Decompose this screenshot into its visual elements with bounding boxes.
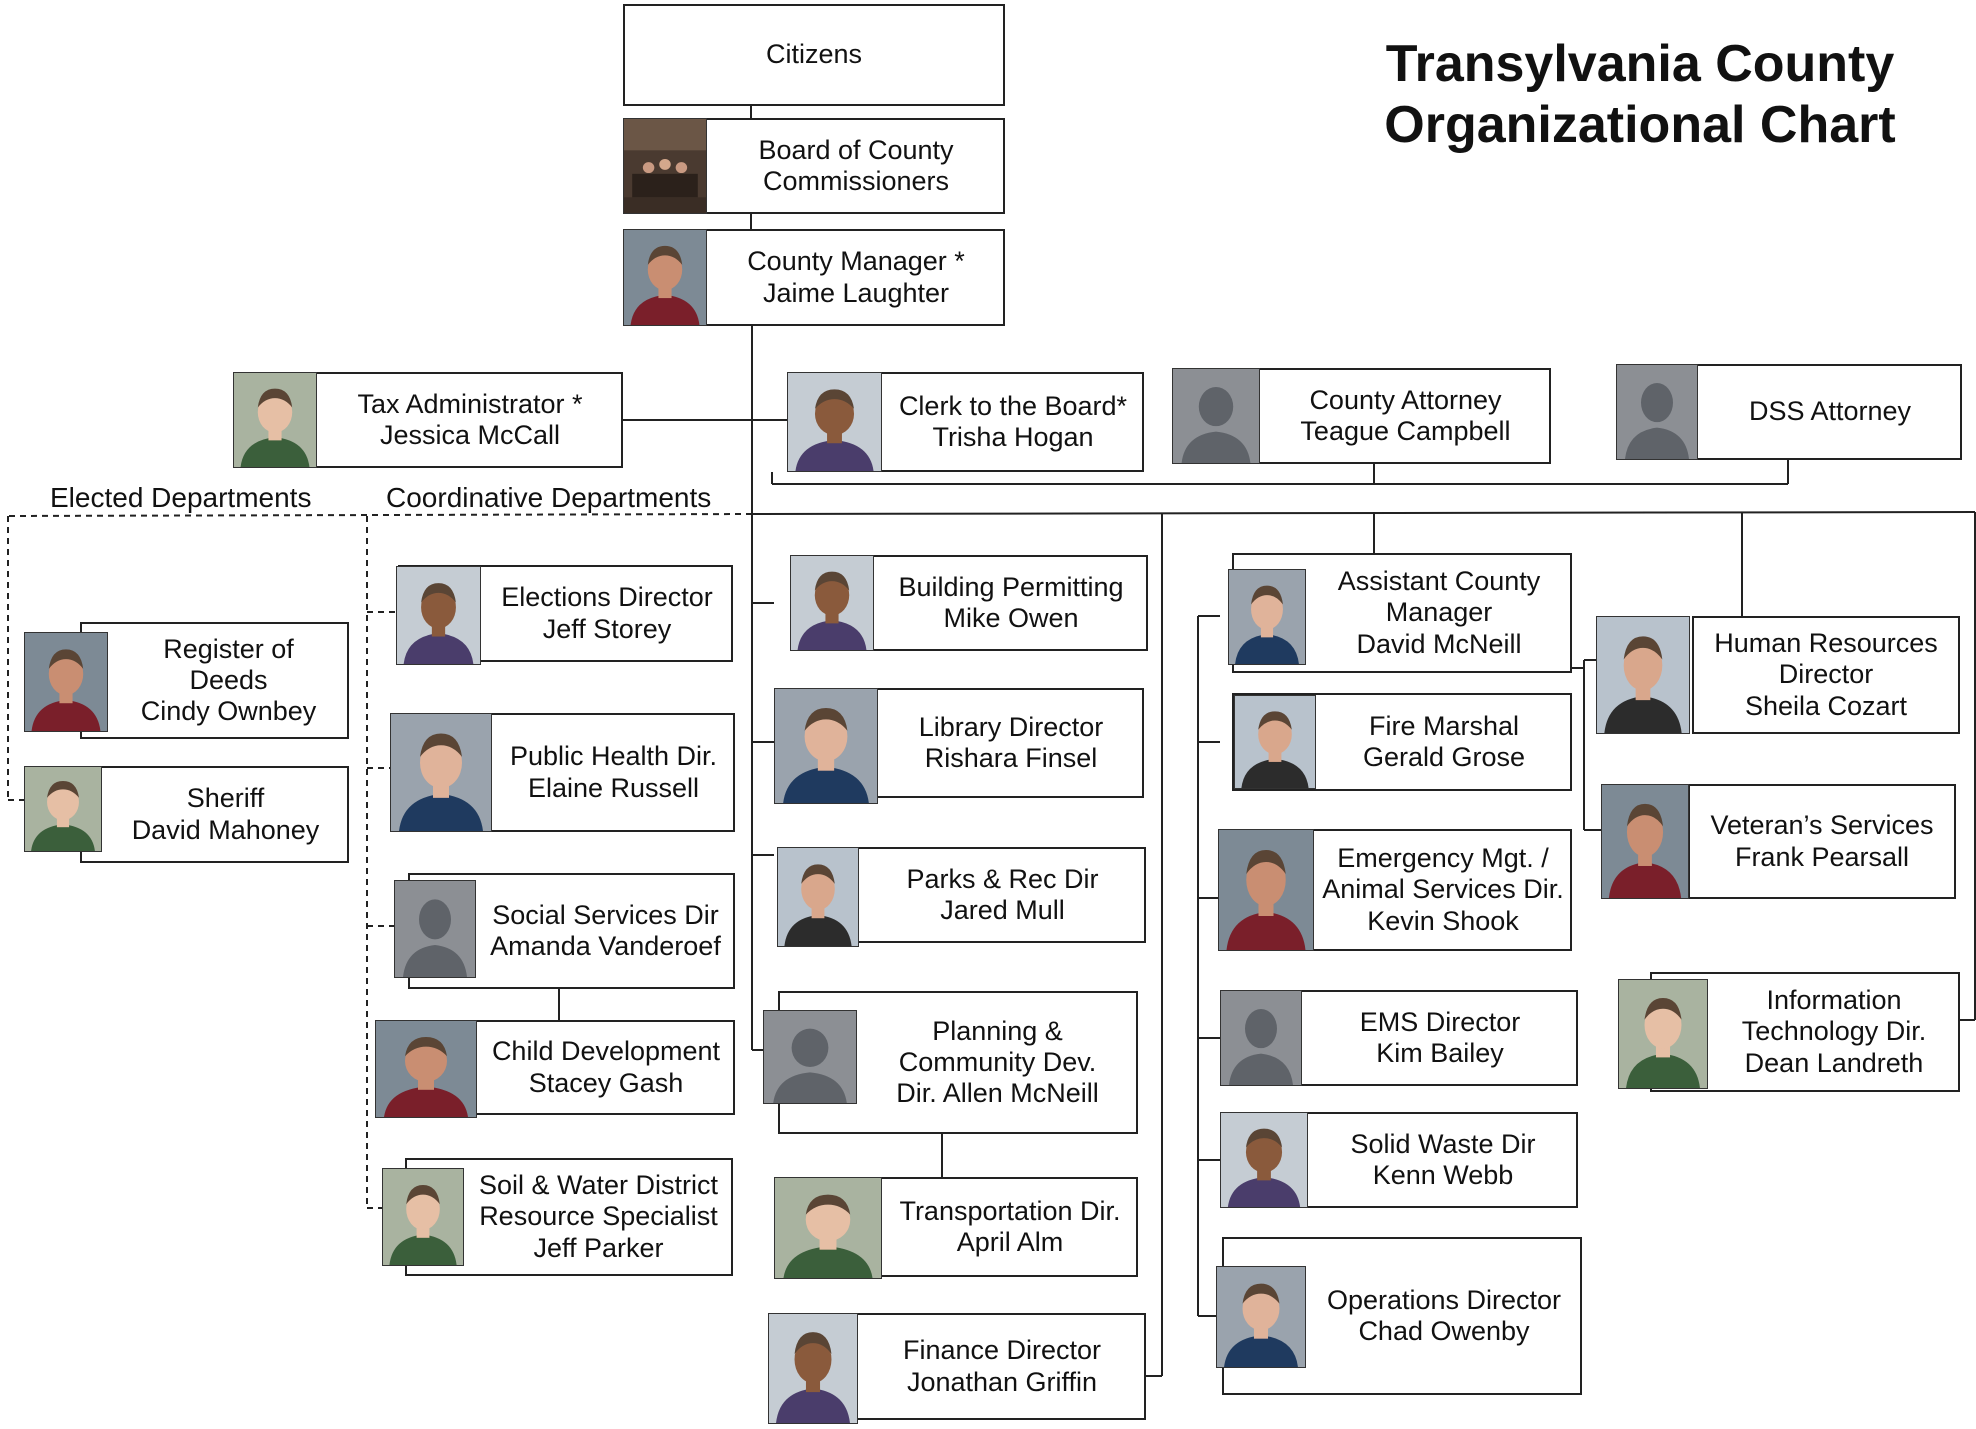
node-label: Soil & Water District Resource Specialis… [478, 1170, 719, 1263]
photo-hr [1596, 616, 1690, 734]
node-label: County Attorney Teague Campbell [1300, 384, 1511, 446]
node-label: Assistant County Manager David McNeill [1337, 566, 1541, 659]
node-box-hr: Human Resources Director Sheila Cozart [1692, 616, 1960, 734]
node-label: Building Permitting Mike Owen [898, 571, 1124, 633]
node-label: Emergency Mgt. / Animal Services Dir. Ke… [1322, 843, 1564, 936]
photo-soil-water [382, 1168, 464, 1266]
node-label: Elections Director Jeff Storey [501, 582, 713, 644]
node-label: Veteran’s Services Frank Pearsall [1710, 810, 1934, 872]
photo-finance [768, 1313, 858, 1424]
node-label: Clerk to the Board* Trisha Hogan [898, 390, 1128, 452]
elected-departments-label: Elected Departments [50, 482, 312, 513]
photo-asst-manager [1228, 569, 1306, 665]
photo-veterans [1601, 784, 1689, 899]
node-label: DSS Attorney [1748, 396, 1912, 427]
photo-building [790, 555, 874, 651]
node-label: Human Resources Director Sheila Cozart [1714, 628, 1938, 721]
photo-board [623, 118, 707, 214]
photo-tax-admin [233, 372, 317, 468]
node-label: EMS Director Kim Bailey [1359, 1006, 1521, 1068]
photo-sheriff [24, 766, 102, 852]
node-label: County Manager * Jaime Laughter [747, 246, 965, 308]
node-box-operations: Operations Director Chad Owenby [1222, 1237, 1582, 1395]
node-label: Sheriff David Mahoney [131, 783, 320, 845]
node-label: Fire Marshal Gerald Grose [1362, 710, 1526, 772]
photo-register-deeds [24, 632, 108, 732]
connector-line [751, 511, 1976, 515]
node-box-sheriff: Sheriff David Mahoney [80, 766, 349, 863]
photo-elections [396, 566, 481, 665]
node-label: Social Services Dir Amanda Vanderoef [490, 899, 721, 961]
placeholder-silhouette-icon [763, 1010, 857, 1104]
photo-county-manager [623, 229, 707, 326]
photo-it [1618, 979, 1708, 1089]
photo-library [774, 688, 878, 804]
photo-emergency [1218, 829, 1314, 951]
node-label: Parks & Rec Dir Jared Mull [906, 863, 1099, 925]
elected-connector [7, 513, 753, 517]
placeholder-silhouette-icon [1172, 368, 1260, 464]
node-label: Citizens [765, 39, 863, 70]
node-label: Finance Director Jonathan Griffin [902, 1335, 1102, 1397]
photo-parks [777, 847, 859, 947]
photo-public-health [390, 713, 492, 832]
photo-clerk [787, 372, 882, 472]
node-box-register-deeds: Register of Deeds Cindy Ownbey [80, 622, 349, 739]
placeholder-silhouette-icon [1220, 990, 1302, 1086]
photo-solid-waste [1220, 1112, 1308, 1208]
placeholder-silhouette-icon [394, 880, 476, 978]
node-label: Register of Deeds Cindy Ownbey [140, 633, 317, 727]
photo-fire-marshal [1234, 695, 1316, 789]
photo-child-dev [375, 1020, 477, 1118]
node-box-veterans: Veteran’s Services Frank Pearsall [1688, 784, 1956, 899]
node-label: Planning & Community Dev. Dir. Allen McN… [896, 1015, 1099, 1109]
node-label: Child Development Stacey Gash [491, 1036, 721, 1098]
placeholder-silhouette-icon [1616, 364, 1698, 460]
photo-transportation [774, 1177, 882, 1279]
node-label: Library Director Rishara Finsel [918, 711, 1104, 773]
coordinative-departments-label: Coordinative Departments [386, 482, 712, 513]
node-label: Information Technology Dir. Dean Landret… [1741, 985, 1927, 1078]
chart-title: Transylvania County Organizational Chart [1384, 35, 1896, 155]
node-label: Tax Administrator * Jessica McCall [357, 388, 583, 450]
node-box-citizens: Citizens [623, 4, 1005, 106]
node-label: Public Health Dir. Elaine Russell [509, 741, 718, 803]
photo-operations [1216, 1266, 1306, 1368]
node-label: Board of County Commissioners [758, 134, 954, 196]
node-label: Solid Waste Dir Kenn Webb [1350, 1128, 1536, 1190]
node-label: Operations Director Chad Owenby [1326, 1284, 1562, 1346]
node-label: Transportation Dir. April Alm [899, 1195, 1121, 1257]
